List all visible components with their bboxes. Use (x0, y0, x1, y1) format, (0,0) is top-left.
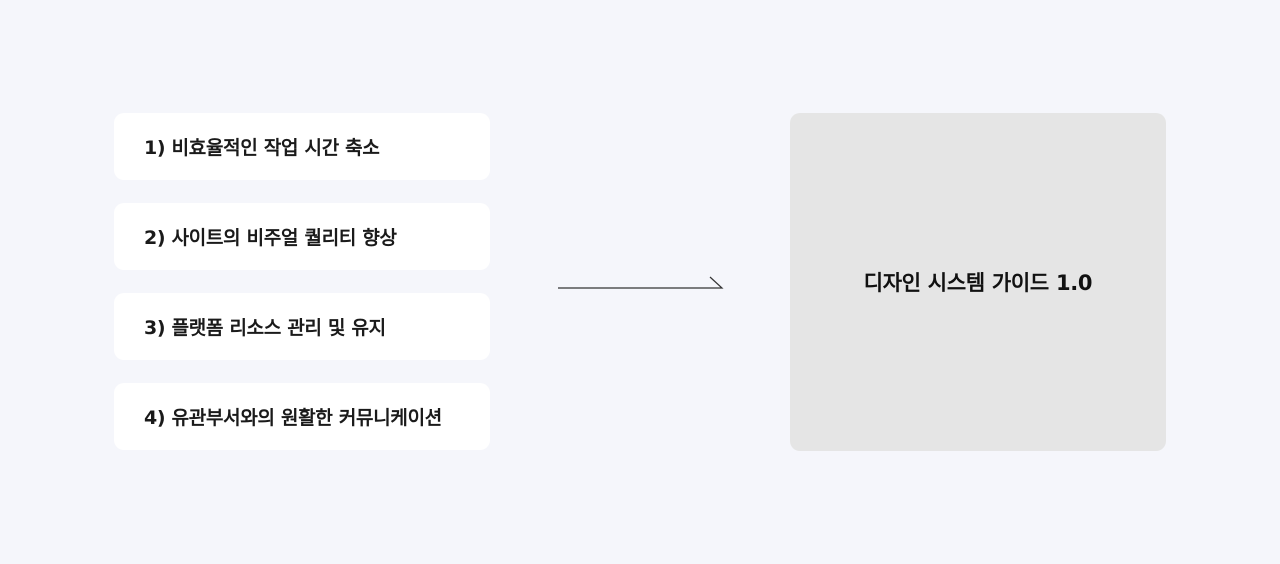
arrow-right-icon (558, 276, 724, 289)
goal-card-3: 3) 플랫폼 리소스 관리 및 유지 (114, 293, 490, 360)
goal-card-4: 4) 유관부서와의 원활한 커뮤니케이션 (114, 383, 490, 450)
goal-label: 1) 비효율적인 작업 시간 축소 (144, 137, 380, 159)
goal-card-1: 1) 비효율적인 작업 시간 축소 (114, 113, 490, 180)
result-box: 디자인 시스템 가이드 1.0 (790, 113, 1166, 451)
goal-label: 2) 사이트의 비주얼 퀄리티 향상 (144, 227, 397, 249)
goal-label: 4) 유관부서와의 원활한 커뮤니케이션 (144, 407, 442, 429)
goal-label: 3) 플랫폼 리소스 관리 및 유지 (144, 317, 386, 339)
result-title: 디자인 시스템 가이드 1.0 (863, 271, 1093, 295)
arrow-line (558, 276, 724, 289)
goal-card-2: 2) 사이트의 비주얼 퀄리티 향상 (114, 203, 490, 270)
